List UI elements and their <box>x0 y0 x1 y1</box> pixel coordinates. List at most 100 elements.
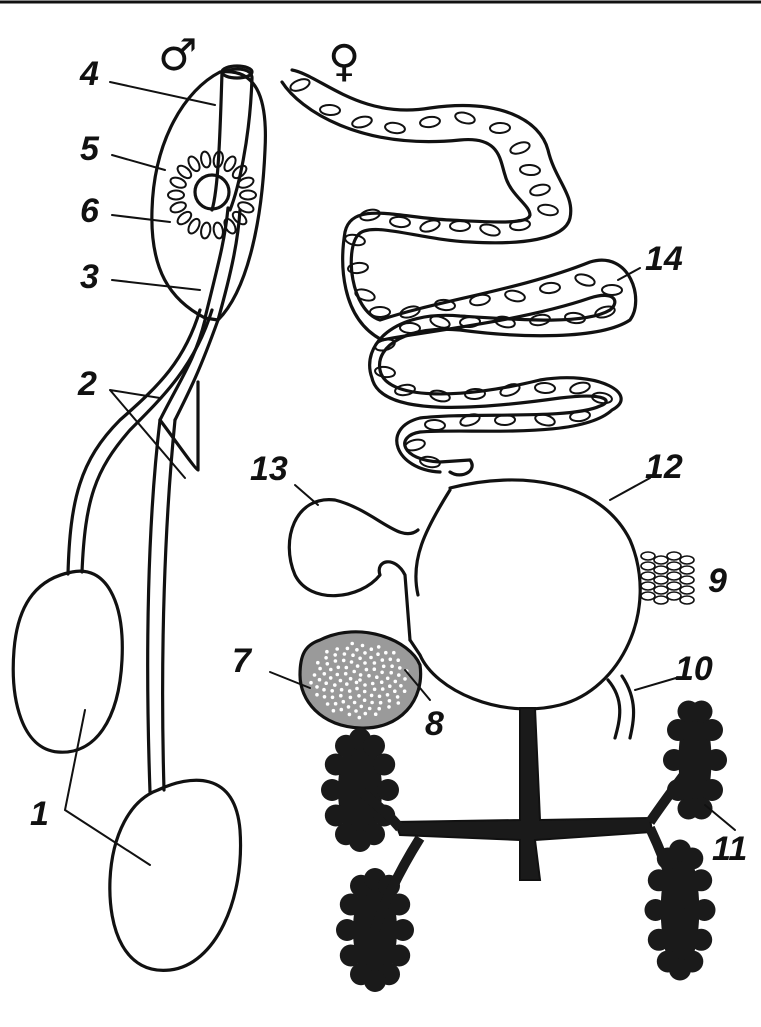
ovary-dot <box>329 676 333 680</box>
vitelline-cell <box>654 596 668 604</box>
ovary-dot <box>323 695 327 699</box>
uterus-egg <box>374 366 395 379</box>
uterus-egg <box>490 123 510 134</box>
uterus-egg <box>504 289 526 303</box>
ovary-dot <box>355 681 359 685</box>
testis-upper <box>13 571 122 752</box>
vitelline-cell <box>680 596 694 604</box>
ovary-dot <box>324 656 328 660</box>
ovary-dot <box>356 664 360 668</box>
uterus-egg <box>454 111 476 126</box>
uterus-inner <box>282 82 615 472</box>
uterus-egg <box>529 183 551 197</box>
ovary-dot <box>355 648 359 652</box>
vitellaria-lobe <box>690 929 712 951</box>
vitellaria-lobe <box>645 899 667 921</box>
ovary-dot <box>403 689 407 693</box>
ovary-dot <box>340 688 344 692</box>
ovary-dot <box>384 651 388 655</box>
vitellaria-lobe <box>701 779 723 801</box>
ovary-dot <box>324 681 328 685</box>
ovary-dot <box>379 701 383 705</box>
ovary-dot <box>358 657 362 661</box>
label-5: 5 <box>80 130 100 168</box>
ovary-dot <box>367 674 371 678</box>
ovary-dot <box>339 679 343 683</box>
uterus-egg <box>602 285 622 295</box>
vitellaria-lobe <box>657 951 679 973</box>
vitellaria-lobe <box>667 719 689 741</box>
vitellaria-lobe <box>321 779 343 801</box>
ovary-dot <box>334 702 338 706</box>
testis-lower <box>110 780 241 970</box>
uterus-egg <box>390 216 411 228</box>
vitellaria-lobe <box>363 735 385 757</box>
ovary-dot <box>390 664 394 668</box>
vitelline-cell <box>654 556 668 564</box>
ovary-dot <box>342 659 346 663</box>
label-10: 10 <box>675 650 713 688</box>
ovary-dot <box>386 677 390 681</box>
uterus-egg <box>425 419 446 430</box>
ovary-dot <box>396 658 400 662</box>
uterus-egg <box>289 77 311 93</box>
ovary-dot <box>325 650 329 654</box>
uterus-egg <box>535 382 555 393</box>
ovary-dot <box>380 671 384 675</box>
vas-deferens-left-outer <box>68 310 200 574</box>
ovary-dot <box>333 683 337 687</box>
ovary-dot <box>373 667 377 671</box>
ovary-dot <box>396 695 400 699</box>
ovary-dot <box>373 661 377 665</box>
vitelline-cell <box>641 582 655 590</box>
ovary-dot <box>397 701 401 705</box>
uterus-egg <box>479 222 501 237</box>
ovary-dot <box>326 662 330 666</box>
male-system: ♂ <box>13 30 265 970</box>
ovary-dot <box>361 644 365 648</box>
ovary-dot <box>348 689 352 693</box>
ovary-dot <box>348 713 352 717</box>
vitellaria-lobe <box>705 749 727 771</box>
ovary-dot <box>353 701 357 705</box>
vitellaria-lobe <box>340 894 362 916</box>
leader-12 <box>610 478 650 500</box>
uterus-eggs <box>289 77 622 469</box>
ovary-dot <box>350 660 354 664</box>
ovary-dot <box>363 698 367 702</box>
vitellaria-lobe <box>335 823 357 845</box>
uterus-egg <box>540 282 561 294</box>
vitellaria-lobe <box>701 719 723 741</box>
vitelline-cell <box>680 576 694 584</box>
ootype <box>410 480 640 709</box>
ovary-dot <box>360 705 364 709</box>
prostate-gland-cell <box>240 191 256 200</box>
vitellaria-lobe <box>336 919 358 941</box>
vitellaria-lobe <box>648 929 670 951</box>
uterus-egg <box>384 121 405 134</box>
ovary-dot <box>350 642 354 646</box>
ovary-dot <box>355 687 359 691</box>
uterus-egg <box>509 140 531 156</box>
vitelline-cell <box>641 592 655 600</box>
ovary-dot <box>354 709 358 713</box>
vitellaria-lobe <box>663 749 685 771</box>
leader-13 <box>295 485 318 505</box>
uterus-egg <box>320 104 340 115</box>
uterus-egg <box>419 218 441 234</box>
ovary-dot <box>363 683 367 687</box>
ovary-dot <box>382 665 386 669</box>
ovary-dot <box>377 707 381 711</box>
vas-deferens-right-outer <box>148 420 160 792</box>
vitellaria-lobe <box>691 701 713 723</box>
ovary-dot <box>370 701 374 705</box>
ovary-dot <box>352 670 356 674</box>
ovary-dot <box>347 705 351 709</box>
ovary-dot <box>335 647 339 651</box>
label-11: 11 <box>712 830 747 868</box>
label-9: 9 <box>708 562 727 600</box>
female-symbol: ♀ <box>328 36 360 87</box>
label-7: 7 <box>232 642 253 680</box>
label-8: 8 <box>425 705 444 743</box>
uterus-egg <box>429 389 451 404</box>
